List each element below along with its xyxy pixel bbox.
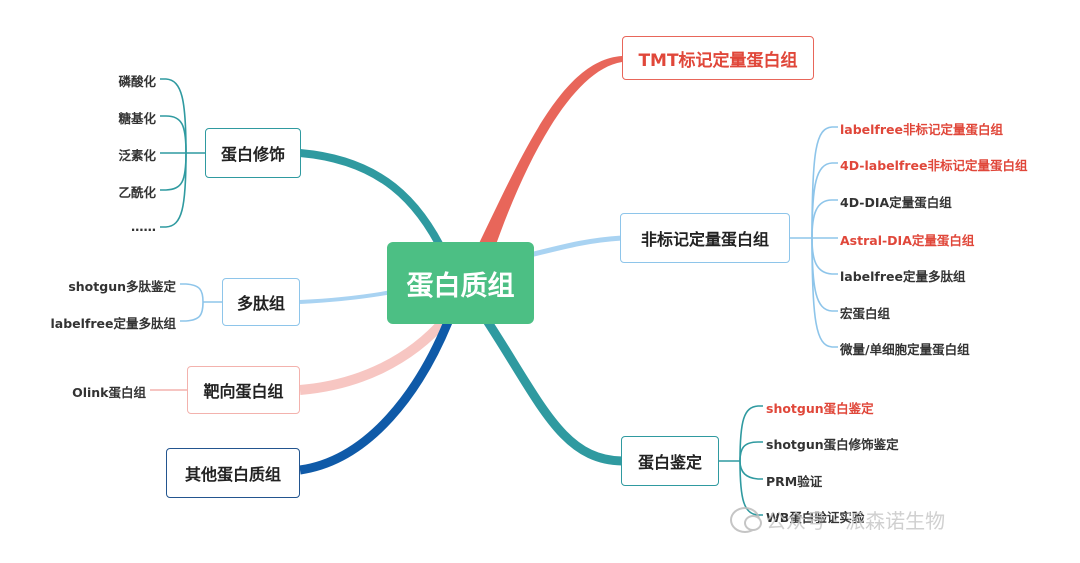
branch-modification[interactable]: 蛋白修饰 [205,128,301,178]
connector-root-tmt [470,56,622,268]
root-node[interactable]: 蛋白质组 [387,242,534,324]
leaf-modification-2[interactable]: 糖基化 [118,111,156,126]
leaf-modification-5[interactable]: …… [131,219,156,234]
leaf-labelfree-6[interactable]: 宏蛋白组 [840,306,891,321]
leaf-labelfree-4[interactable]: Astral-DIA定量蛋白组 [840,233,975,248]
branch-other[interactable]: 其他蛋白质组 [166,448,300,498]
leaf-labelfree-2[interactable]: 4D-labelfree非标记定量蛋白组 [840,158,1028,173]
leaf-identification-1[interactable]: shotgun蛋白鉴定 [766,401,874,416]
leaf-connectors-labelfree [790,126,838,348]
connector-root-identification [476,307,623,466]
leaf-modification-4[interactable]: 乙酰化 [118,185,156,200]
leaf-connectors-identification [719,405,763,516]
branch-targeted[interactable]: 靶向蛋白组 [187,366,300,414]
leaf-connectors-modification [160,78,205,228]
branch-identification[interactable]: 蛋白鉴定 [621,436,719,486]
leaf-labelfree-1[interactable]: labelfree非标记定量蛋白组 [840,122,1003,137]
leaf-targeted-1[interactable]: Olink蛋白组 [72,385,146,400]
leaf-identification-3[interactable]: PRM验证 [766,474,823,489]
leaf-labelfree-3[interactable]: 4D-DIA定量蛋白组 [840,195,952,210]
branch-peptidome[interactable]: 多肽组 [222,278,300,326]
connector-root-other [299,320,453,475]
leaf-connectors-peptidome [180,283,222,322]
connector-root-targeted [299,316,449,395]
wechat-icon [730,506,762,533]
leaf-labelfree-5[interactable]: labelfree定量多肽组 [840,269,966,284]
connector-root-modification [299,149,452,264]
connector-root-peptidome [299,290,393,304]
leaf-labelfree-7[interactable]: 微量/单细胞定量蛋白组 [840,342,970,357]
branch-labelfree[interactable]: 非标记定量蛋白组 [620,213,790,263]
leaf-peptidome-2[interactable]: labelfree定量多肽组 [50,316,177,331]
leaf-modification-1[interactable]: 磷酸化 [118,74,156,89]
connector-root-labelfree [529,235,623,258]
leaf-identification-2[interactable]: shotgun蛋白修饰鉴定 [766,437,899,452]
branch-tmt[interactable]: TMT标记定量蛋白组 [622,36,814,80]
watermark-text: 公众号 · 派森诺生物 [766,509,946,533]
leaf-modification-3[interactable]: 泛素化 [118,148,156,163]
leaf-peptidome-1[interactable]: shotgun多肽鉴定 [68,279,176,294]
leaf-identification-4[interactable]: WB蛋白验证实验 [766,510,865,525]
watermark: 公众号 · 派森诺生物 [730,505,945,534]
